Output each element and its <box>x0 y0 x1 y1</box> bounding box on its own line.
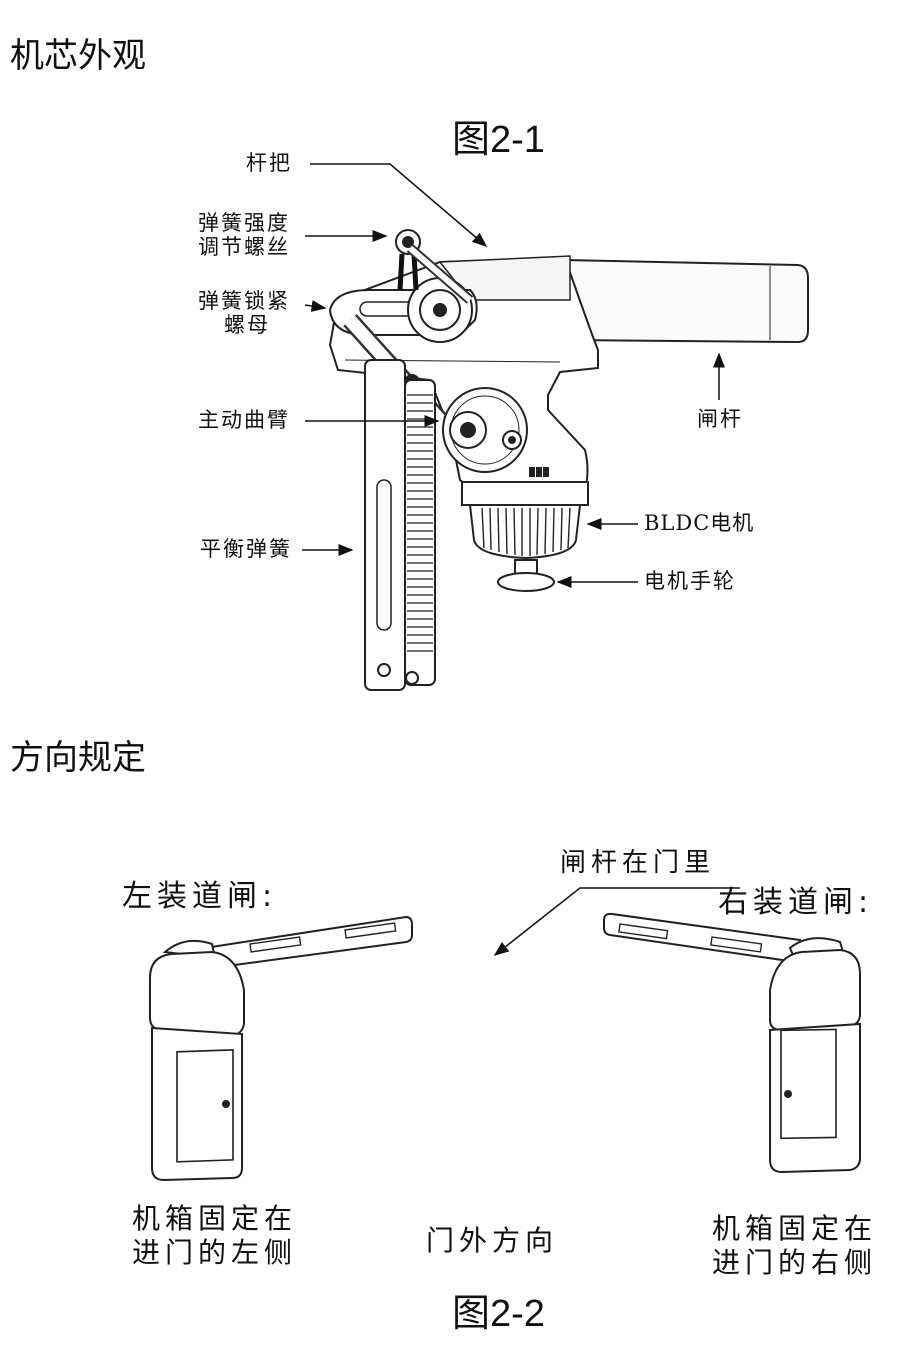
label-spring-nut-1: 弹簧锁紧 <box>198 289 290 313</box>
label-left-gate: 左装道闸: <box>122 879 278 914</box>
label-bldc-motor: BLDC电机 <box>644 511 755 535</box>
label-spring-adjust-2: 调节螺丝 <box>198 235 290 259</box>
right-gate-door <box>780 1028 837 1140</box>
left-gate-door <box>176 1049 234 1163</box>
mechanism-core-drawing <box>328 229 809 691</box>
label-spring-nut-2: 螺母 <box>224 313 270 337</box>
label-outside-direction: 门外方向 <box>426 1224 559 1257</box>
figure2-caption: 图2-2 <box>452 1293 545 1335</box>
label-right-cabinet-2: 进门的右侧 <box>712 1246 878 1279</box>
label-left-cabinet-2: 进门的左侧 <box>132 1236 298 1269</box>
right-gate-drawing <box>603 912 861 1174</box>
barrier-arm-shape <box>564 258 809 344</box>
direction-section-heading: 方向规定 <box>10 738 146 778</box>
label-lever: 杆把 <box>246 151 292 175</box>
spring-coils <box>407 394 433 652</box>
figure1-leader-lines <box>302 163 725 588</box>
label-handwheel: 电机手轮 <box>644 569 736 593</box>
left-gate-cabinet-top <box>149 950 245 1038</box>
figure1-caption: 图2-1 <box>452 119 545 161</box>
label-right-gate: 右装道闸: <box>718 885 874 920</box>
label-left-cabinet-1: 机箱固定在 <box>132 1202 298 1235</box>
label-barrier-arm: 闸杆 <box>697 407 743 431</box>
bldc-motor-shape <box>461 481 589 506</box>
label-crank: 主动曲臂 <box>198 408 290 432</box>
right-gate-arm <box>603 912 802 964</box>
handwheel-shape <box>497 572 555 592</box>
label-spring-adjust-1: 弹簧强度 <box>198 211 290 235</box>
label-arm-inside: 闸杆在门里 <box>560 848 716 878</box>
left-gate-drawing <box>149 915 413 1182</box>
right-gate-cabinet-top <box>769 948 861 1032</box>
label-balance-spring: 平衡弹簧 <box>200 537 292 561</box>
arm-inside-leader <box>493 887 740 956</box>
label-right-cabinet-1: 机箱固定在 <box>712 1212 878 1245</box>
core-section-heading: 机芯外观 <box>10 36 146 76</box>
